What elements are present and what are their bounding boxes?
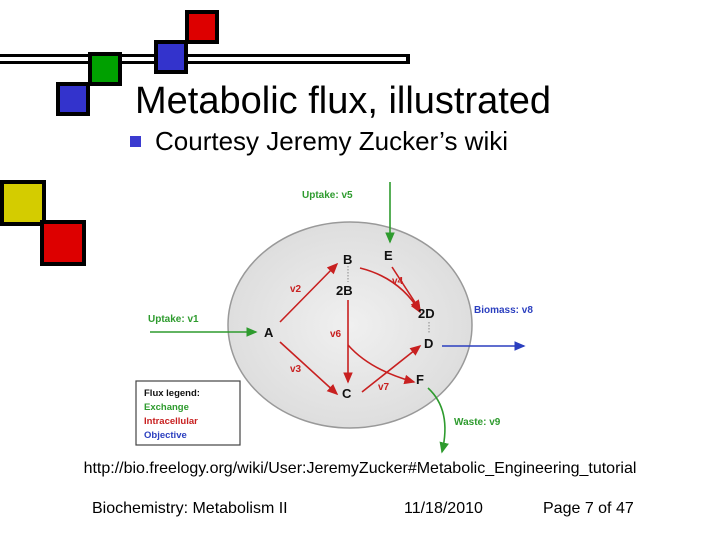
node-f: F bbox=[416, 372, 424, 387]
legend-objective: Objective bbox=[144, 430, 187, 441]
flux-v7-arrow bbox=[361, 345, 422, 393]
green-square bbox=[88, 52, 122, 86]
legend-exchange: Exchange bbox=[144, 402, 189, 413]
node-d: D bbox=[424, 336, 433, 351]
bullet-item: Courtesy Jeremy Zucker’s wiki bbox=[130, 126, 508, 157]
header-rule-top-inner bbox=[0, 57, 406, 61]
bullet-square-icon bbox=[130, 136, 141, 147]
node-2d: 2D bbox=[418, 306, 435, 321]
label-v3: v3 bbox=[290, 364, 302, 375]
yellow-square bbox=[0, 180, 46, 226]
label-v6: v6 bbox=[330, 329, 342, 340]
footer-date: 11/18/2010 bbox=[404, 500, 483, 517]
legend-intracellular: Intracellular bbox=[144, 416, 198, 427]
label-biomass-v8: Biomass: v8 bbox=[474, 305, 533, 316]
blue-square-left bbox=[56, 82, 90, 116]
red-square-top bbox=[185, 10, 219, 44]
flux-v2-arrow bbox=[279, 262, 339, 323]
label-uptake-v5: Uptake: v5 bbox=[302, 190, 353, 201]
node-2b: 2B bbox=[336, 283, 353, 298]
waste-v9-arrow bbox=[427, 387, 449, 454]
metabolic-flux-diagram: A B 2B C E 2D D F Uptake: v5 Uptake: v1 … bbox=[135, 182, 533, 454]
flux-v4-b-arrow bbox=[359, 267, 421, 314]
footer-page: Page 7 of 47 bbox=[543, 500, 634, 517]
bullet-text: Courtesy Jeremy Zucker’s wiki bbox=[155, 126, 509, 156]
legend-title: Flux legend: bbox=[144, 388, 200, 399]
source-url: http://bio.freelogy.org/wiki/User:Jeremy… bbox=[83, 460, 637, 477]
flux-v6-branch bbox=[347, 344, 416, 385]
label-v2: v2 bbox=[290, 284, 302, 295]
node-e: E bbox=[384, 248, 393, 263]
flux-v3-arrow bbox=[279, 341, 339, 396]
node-c: C bbox=[342, 386, 352, 401]
slide-title: Metabolic flux, illustrated bbox=[135, 80, 552, 122]
node-a: A bbox=[264, 325, 274, 340]
label-uptake-v1: Uptake: v1 bbox=[148, 314, 199, 325]
flux-legend-box bbox=[135, 380, 241, 446]
node-b: B bbox=[343, 252, 352, 267]
label-v4: v4 bbox=[392, 276, 404, 287]
blue-square-top bbox=[154, 40, 188, 74]
label-v7: v7 bbox=[378, 382, 390, 393]
red-square-left bbox=[40, 220, 86, 266]
footer-course: Biochemistry: Metabolism II bbox=[92, 500, 288, 517]
label-waste-v9: Waste: v9 bbox=[454, 417, 501, 428]
